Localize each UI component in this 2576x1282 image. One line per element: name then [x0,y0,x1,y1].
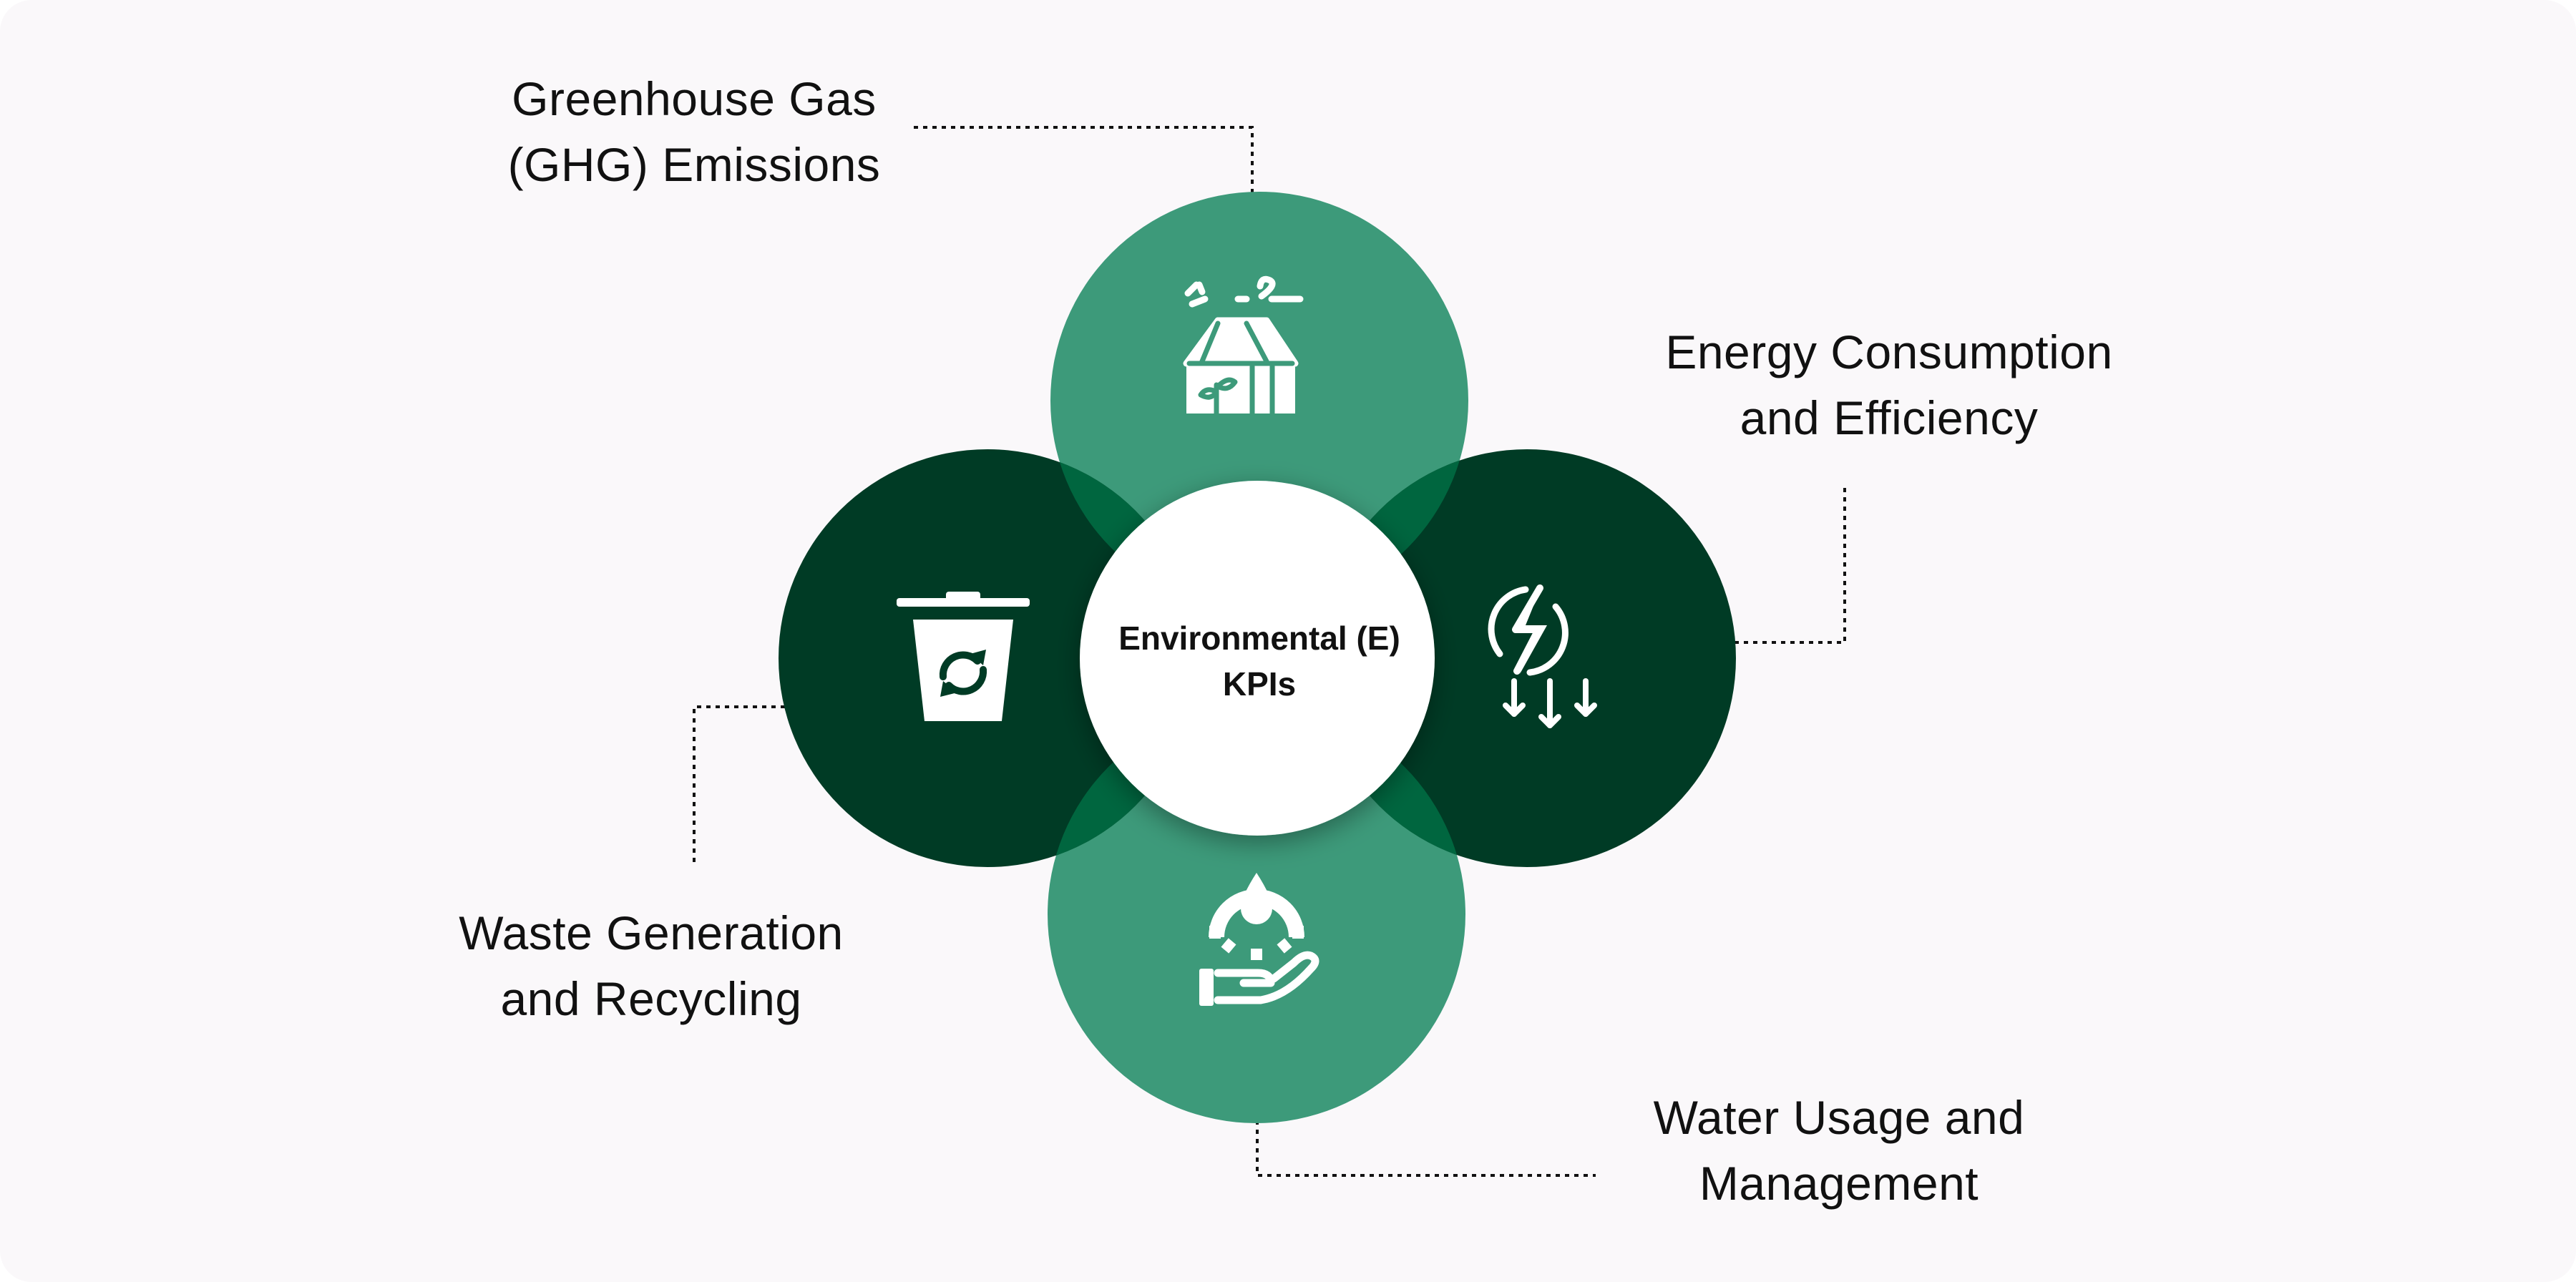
label-ghg-line2: (GHG) Emissions [507,138,881,191]
center-circle [1080,481,1435,836]
water-hand-icon [1199,873,1319,1006]
energy-icon [1488,584,1597,728]
label-water-line1: Water Usage and [1653,1091,2025,1144]
label-energy-line1: Energy Consumption [1665,326,2113,378]
label-waste-line1: Waste Generation [459,906,844,959]
label-waste-line2: and Recycling [500,972,802,1025]
label-water-line2: Management [1699,1157,1979,1210]
greenhouse-icon [1183,275,1304,416]
label-water: Water Usage and Management [1610,1085,2068,1216]
label-ghg: Greenhouse Gas (GHG) Emissions [472,66,916,197]
label-waste: Waste Generation and Recycling [415,900,887,1032]
center-title: Environmental (E) KPIs [1080,615,1438,707]
center-title-line1: Environmental (E) [1118,620,1400,657]
connector-energy [1721,488,1846,644]
connector-water [1256,1046,1596,1177]
label-ghg-line1: Greenhouse Gas [512,72,877,125]
label-energy-line2: and Efficiency [1740,391,2039,444]
recycle-bin-icon [897,592,1030,721]
center-title-line2: KPIs [1222,665,1297,703]
label-energy: Energy Consumption and Efficiency [1617,319,2161,451]
